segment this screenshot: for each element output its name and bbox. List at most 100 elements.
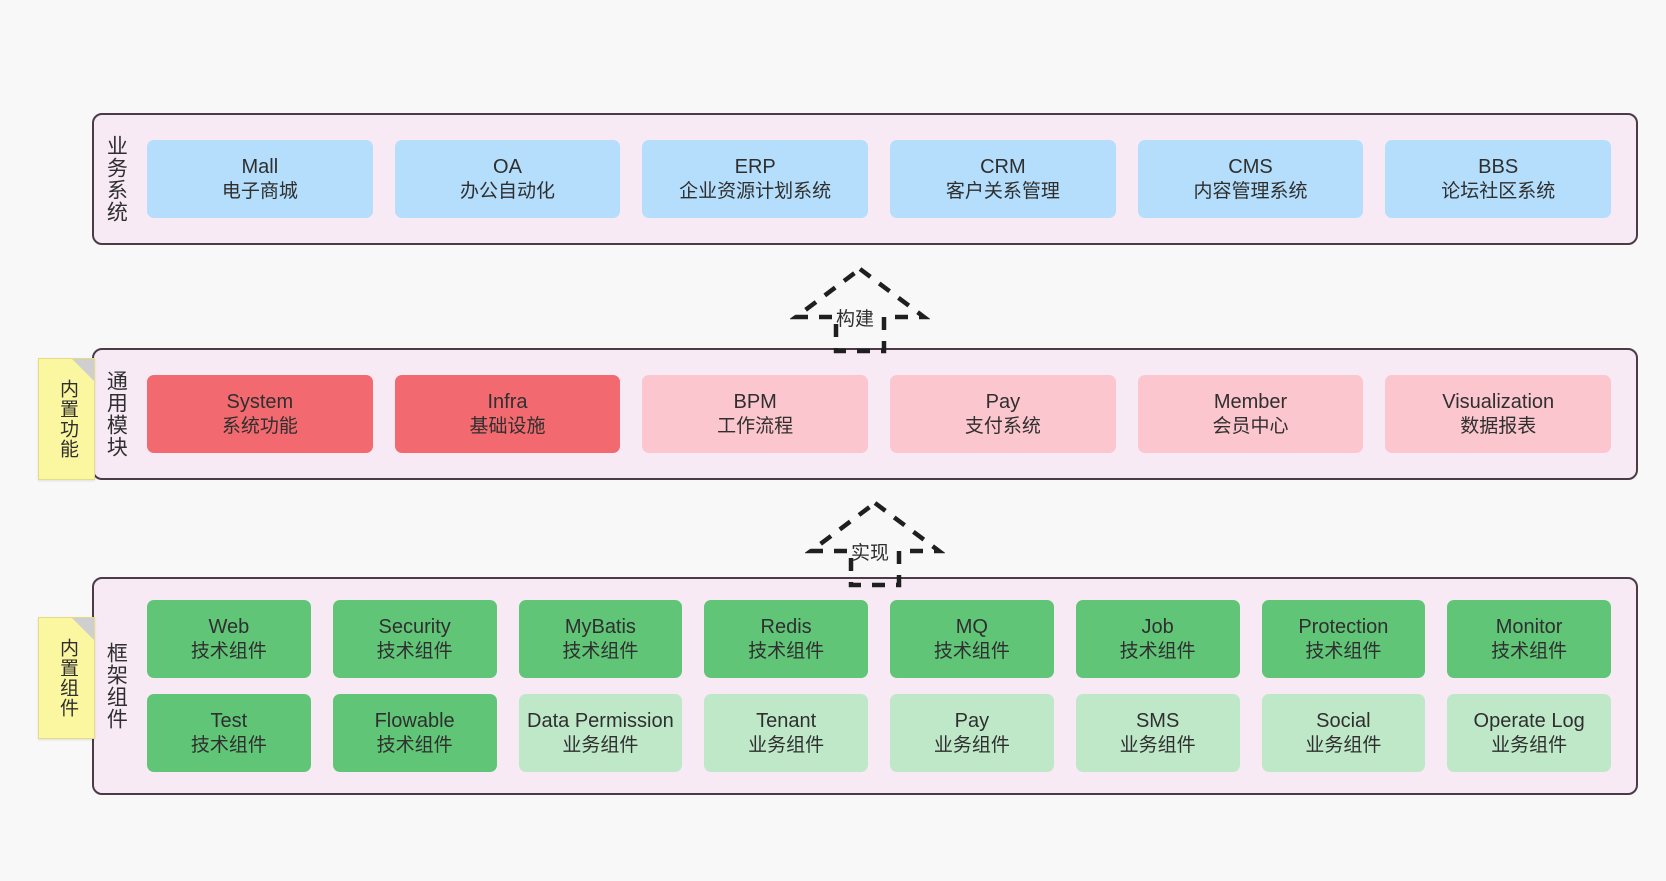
card-title: Job	[1141, 615, 1174, 638]
arrow-build-label: 构建	[836, 309, 875, 330]
card-title: Data Permission	[527, 709, 674, 732]
card-subtitle: 技术组件	[376, 640, 453, 662]
card-title: Web	[208, 615, 250, 638]
card-title: CRM	[980, 155, 1026, 178]
note-builtin-components: 内置组件	[38, 617, 95, 739]
arrow-realize: 实现	[805, 497, 945, 589]
card-subtitle: 工作流程	[717, 415, 794, 437]
card-subtitle: 技术组件	[562, 640, 639, 662]
card-title: Monitor	[1495, 615, 1563, 638]
layer-title-modules: 通用模块	[104, 370, 128, 458]
arrow-build-glyph	[790, 266, 930, 354]
arrow-realize-glyph	[805, 500, 945, 588]
card-title: BPM	[733, 390, 777, 413]
card-subtitle: 系统功能	[221, 415, 298, 437]
note-builtin-functions-label: 内置功能	[56, 379, 78, 459]
card-subtitle: 业务组件	[748, 734, 825, 756]
card-title: SMS	[1135, 709, 1180, 732]
card-subtitle: 业务组件	[933, 734, 1010, 756]
card-subtitle: 内容管理系统	[1193, 180, 1308, 202]
card-title: Visualization	[1442, 390, 1555, 413]
layer-title-business: 业务系统	[104, 135, 128, 223]
card-title: CMS	[1228, 155, 1273, 178]
note-builtin-components-label: 内置组件	[56, 638, 78, 718]
card-subtitle: 会员中心	[1212, 415, 1289, 437]
card-subtitle: 基础设施	[469, 415, 546, 437]
card-title: BBS	[1478, 155, 1519, 178]
card-subtitle: 电子商城	[221, 180, 298, 202]
card-title: Security	[378, 615, 451, 638]
card-subtitle: 业务组件	[1119, 734, 1196, 756]
card-title: Redis	[760, 615, 812, 638]
card-title: MQ	[955, 615, 988, 638]
arrow-realize-label: 实现	[851, 543, 890, 564]
card-title: Protection	[1298, 615, 1389, 638]
card-title: ERP	[734, 155, 776, 178]
card-title: Infra	[487, 390, 528, 413]
card-title: Tenant	[756, 709, 817, 732]
card-subtitle: 业务组件	[1305, 734, 1382, 756]
card-subtitle: 支付系统	[964, 415, 1041, 437]
card-title: Pay	[954, 709, 990, 732]
card-subtitle: 技术组件	[190, 734, 267, 756]
card-subtitle: 技术组件	[1119, 640, 1196, 662]
card-title: Member	[1213, 390, 1288, 413]
card-title: Operate Log	[1473, 709, 1585, 732]
card-subtitle: 数据报表	[1460, 415, 1537, 437]
card-subtitle: 业务组件	[1491, 734, 1568, 756]
card-title: Pay	[985, 390, 1021, 413]
card-title: OA	[493, 155, 522, 178]
layer-title-frame: 框架组件	[104, 642, 128, 730]
card-subtitle: 技术组件	[376, 734, 453, 756]
note-builtin-functions: 内置功能	[38, 358, 95, 480]
card-subtitle: 技术组件	[1491, 640, 1568, 662]
card-subtitle: 企业资源计划系统	[679, 180, 832, 202]
card-title: Test	[210, 709, 248, 732]
card-subtitle: 论坛社区系统	[1441, 180, 1556, 202]
card-subtitle: 技术组件	[190, 640, 267, 662]
card-subtitle: 办公自动化	[460, 180, 556, 202]
card-subtitle: 技术组件	[748, 640, 825, 662]
arrow-build: 构建	[790, 263, 930, 355]
card-subtitle: 客户关系管理	[945, 180, 1060, 202]
card-subtitle: 业务组件	[562, 734, 639, 756]
card-title: Mall	[241, 155, 279, 178]
